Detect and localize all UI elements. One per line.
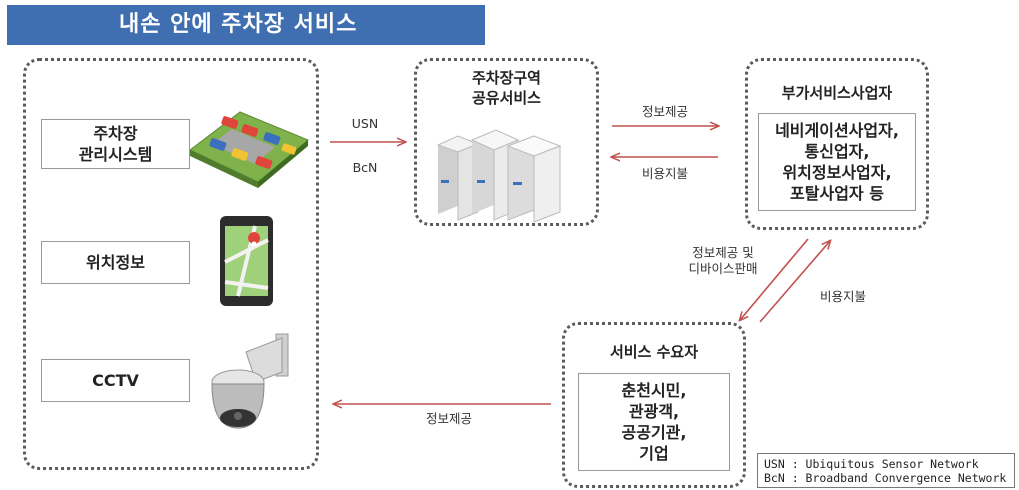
provider-line: 위치정보사업자,: [782, 163, 892, 182]
provider-list: 네비게이션사업자, 통신업자, 위치정보사업자, 포탈사업자 등: [758, 113, 916, 211]
info-device-line1: 정보제공 및: [692, 245, 754, 260]
provider-line: 포탈사업자 등: [790, 184, 884, 203]
center-title-line2: 공유서비스: [471, 89, 541, 107]
left-source-panel: [23, 58, 319, 470]
consumer-line: 관광객,: [628, 402, 680, 421]
smartphone-map-icon: [220, 216, 273, 306]
info-provide2-label: 정보제공: [425, 411, 472, 426]
info-provide-label: 정보제공: [641, 104, 688, 119]
provider-title: 부가서비스사업자: [781, 84, 893, 102]
provider-line: 네비게이션사업자,: [775, 121, 899, 140]
center-title: 주차장구역 공유서비스: [414, 68, 599, 108]
bcn-label: BcN: [352, 160, 378, 175]
page-title: 내손 안에 주차장 서비스: [7, 5, 485, 45]
parking-label-line1: 주차장: [93, 124, 138, 143]
fee-pay2-label: 비용지불: [819, 289, 866, 304]
info-device-arrow: [740, 238, 809, 320]
info-device-line2: 디바이스판매: [688, 261, 758, 276]
consumer-line: 공공기관,: [621, 423, 687, 442]
legend-bcn: BcN : Broadband Convergence Network: [764, 471, 1007, 485]
server-icon: [436, 129, 562, 223]
parking-lot-icon: [189, 111, 309, 188]
parking-system-label: 주차장 관리시스템: [41, 119, 190, 169]
consumer-title: 서비스 수요자: [609, 343, 699, 361]
parking-label-line2: 관리시스템: [78, 145, 153, 164]
abbreviation-legend: USN : Ubiquitous Sensor Network BcN : Br…: [757, 453, 1015, 488]
fee-pay2-arrow: [759, 241, 830, 323]
center-title-line1: 주차장구역: [471, 69, 541, 87]
consumer-line: 춘천시민,: [621, 381, 687, 400]
fee-pay-label: 비용지불: [641, 166, 688, 181]
cctv-label: CCTV: [41, 359, 190, 402]
info-device-label: 정보제공 및 디바이스판매: [673, 245, 773, 277]
value-added-provider-box: [745, 58, 929, 230]
cctv-camera-icon: [211, 333, 289, 429]
consumer-line: 기업: [639, 444, 669, 463]
usn-label: USN: [351, 116, 379, 131]
legend-usn: USN : Ubiquitous Sensor Network: [764, 457, 979, 471]
provider-line: 통신업자,: [804, 142, 870, 161]
location-label: 위치정보: [41, 241, 190, 284]
consumer-list: 춘천시민, 관광객, 공공기관, 기업: [578, 373, 730, 471]
parking-share-service-box: [414, 58, 599, 226]
service-consumer-box: [562, 322, 746, 488]
